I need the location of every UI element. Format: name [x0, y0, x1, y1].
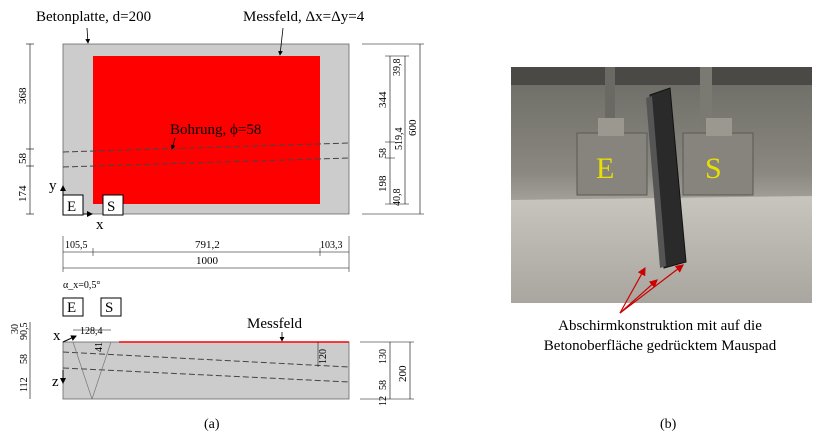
side-sensor-e-box — [62, 297, 84, 317]
field-label: Messfeld, Δx=Δy=4 — [243, 9, 365, 25]
right-dim-outer-label: 600 — [407, 119, 419, 136]
side-left-dim-4: 112 — [19, 377, 30, 392]
hole-line-upper — [62, 142, 350, 153]
axis-x-label: x — [96, 217, 104, 233]
right-dim-3: 58 — [378, 148, 389, 158]
right-dim-5: 40,8 — [392, 189, 403, 207]
rail-post — [700, 67, 712, 127]
side-small-dim: 41 — [94, 342, 105, 352]
rail — [511, 67, 812, 85]
red-arrow-2 — [619, 279, 658, 314]
shield-plate-edge — [646, 96, 666, 268]
hole-label-arrow — [170, 137, 176, 150]
side-x-axis — [62, 335, 77, 343]
side-right-dim-2: 58 — [378, 380, 389, 390]
photo-caption-line1: Abschirmkonstruktion mit auf die — [558, 318, 762, 334]
left-dim-3: 174 — [17, 185, 29, 202]
sensor-beam-1 — [72, 341, 93, 400]
side-field-label: Messfeld — [247, 316, 302, 332]
side-inner-dim: 120 — [318, 349, 329, 364]
side-sensor-s-label: S — [105, 300, 113, 316]
side-top-dim-label: 128,4 — [80, 326, 103, 337]
sensor-mount — [706, 118, 732, 136]
caption-b: (b) — [660, 417, 677, 432]
side-right-dim-outer-label: 200 — [397, 365, 409, 382]
photo: E S — [511, 67, 812, 314]
side-hole-upper — [62, 351, 350, 368]
sensor-e-label: E — [67, 199, 76, 215]
top-view: Betonplatte, d=200 Messfeld, Δx=Δy=4 Boh… — [17, 9, 424, 272]
hole-label: Bohrung, ϕ=58 — [170, 122, 261, 138]
side-right-dim-1: 130 — [378, 349, 389, 364]
red-arrow-3 — [619, 264, 684, 314]
side-slab — [62, 341, 350, 400]
hole-line-lower — [62, 157, 350, 168]
right-dim-4: 198 — [377, 175, 389, 192]
plate-label: Betonplatte, d=200 — [36, 9, 151, 25]
left-dim-1: 368 — [17, 87, 29, 104]
photo-sensor-s-block — [682, 132, 754, 196]
left-dim-2: 58 — [17, 153, 29, 165]
side-left-dim-2: 90,5 — [19, 323, 30, 341]
photo-caption-line2: Betonoberfläche gedrücktem Mauspad — [543, 338, 777, 354]
measurement-field — [93, 56, 320, 204]
side-sensor-e-label: E — [67, 300, 76, 316]
sensor-s-box — [102, 194, 124, 216]
bottom-dim-2: 791,2 — [195, 239, 220, 251]
sensor-s-label: S — [107, 199, 115, 215]
sensor-mount — [598, 118, 624, 136]
side-hole-lower — [62, 367, 350, 383]
bottom-total: 1000 — [196, 255, 219, 267]
photo-letter-s: S — [705, 152, 722, 185]
caption-a: (a) — [204, 417, 220, 432]
sensor-beam-2 — [91, 341, 112, 400]
photo-sensor-e-block — [576, 132, 648, 196]
angle-label: α_x=0,5° — [63, 280, 100, 291]
red-arrow-1 — [619, 266, 646, 314]
bottom-dim-3: 103,3 — [320, 240, 343, 251]
photo-letter-e: E — [596, 152, 614, 185]
sensor-e-box — [62, 194, 84, 216]
side-left-dim-3: 58 — [19, 354, 30, 364]
plate-label-arrow — [85, 27, 91, 44]
side-view: α_x=0,5° E S Messfeld x z 128,4 41 120 3… — [10, 280, 414, 406]
field-label-arrow — [278, 27, 284, 56]
right-dim-1: 39,8 — [392, 59, 403, 77]
rail-post — [605, 67, 615, 122]
side-sensor-s-box — [100, 297, 122, 317]
right-dim-mid-label: 519,4 — [394, 128, 405, 151]
side-axis-z-label: z — [52, 374, 59, 390]
side-right-dim-3: 12 — [378, 396, 389, 406]
bottom-dim-1: 105,5 — [65, 240, 88, 251]
side-left-dim-1: 30 — [10, 324, 21, 334]
axis-y-label: y — [49, 178, 57, 194]
photo-caption: Abschirmkonstruktion mit auf die Betonob… — [490, 316, 830, 356]
right-dim-2: 344 — [377, 91, 389, 108]
side-axis-x-label: x — [53, 328, 61, 344]
